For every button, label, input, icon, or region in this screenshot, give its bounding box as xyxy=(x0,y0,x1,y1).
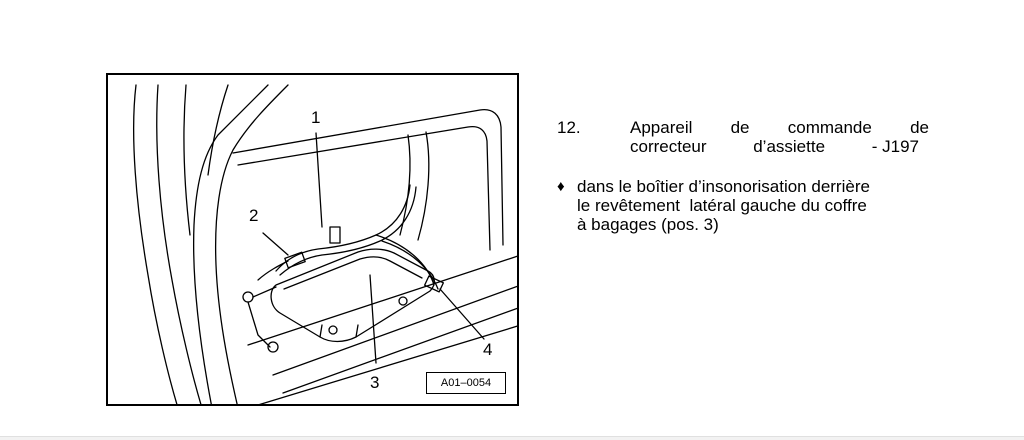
trunk-illustration-drawing xyxy=(133,84,517,404)
title-word: - J197 xyxy=(871,137,919,156)
title-word: d’assiette xyxy=(753,137,826,156)
callout-3: 3 xyxy=(370,373,380,392)
section-title: Appareil de commande de correcteur d’ass… xyxy=(630,118,929,156)
title-word: de xyxy=(910,118,929,137)
section-title-line-1: Appareil de commande de xyxy=(630,118,929,137)
diamond-icon: ♦ xyxy=(557,178,565,195)
title-word: de xyxy=(730,118,750,137)
bullet-text: dans le boîtier d’insonorisation derrièr… xyxy=(577,177,929,234)
location-bullet: ♦ dans le boîtier d’insonorisation derri… xyxy=(557,177,929,234)
description-text: 12. Appareil de commande de correcteur d… xyxy=(557,118,929,234)
section-title-line-2: correcteur d’assiette - J197 xyxy=(630,137,929,156)
figure-reference-code: A01–0054 xyxy=(426,372,506,394)
callout-2: 2 xyxy=(249,206,259,225)
title-word: Appareil xyxy=(630,118,693,137)
bottom-scrollbar-track xyxy=(0,436,1024,440)
section-number: 12. xyxy=(557,118,581,137)
callout-4: 4 xyxy=(483,340,493,359)
callout-1: 1 xyxy=(311,108,321,127)
component-illustration: 1 2 3 4 A01–0054 xyxy=(106,73,519,406)
section-heading: 12. Appareil de commande de correcteur d… xyxy=(557,118,929,156)
bullet-line: le revêtement latéral gauche du coffre xyxy=(577,196,867,215)
title-word: commande xyxy=(787,118,872,137)
bullet-line: à bagages (pos. 3) xyxy=(577,215,719,234)
title-word: correcteur xyxy=(630,137,707,156)
bullet-line: dans le boîtier d’insonorisation derrièr… xyxy=(577,177,870,196)
